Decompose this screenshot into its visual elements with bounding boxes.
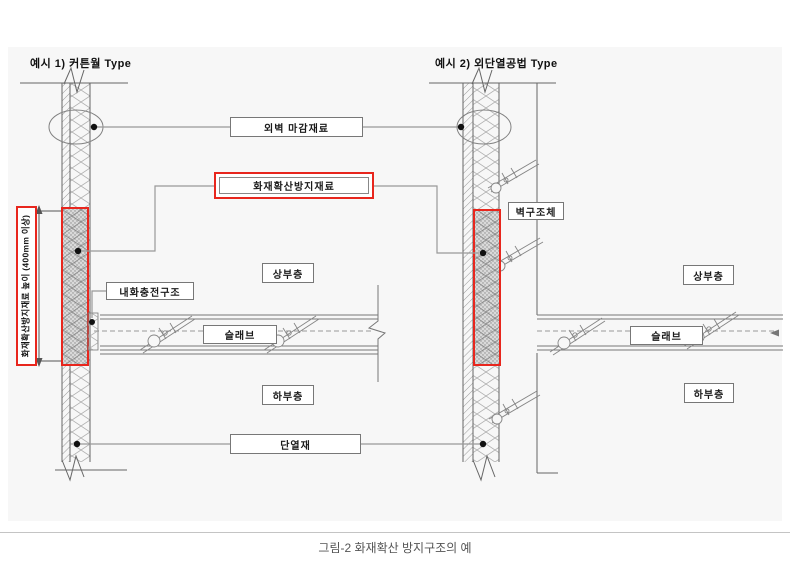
height-dimension-text: 화재확산방지재료 높이 (400mm 이상) [20,214,31,358]
callout-connectors [79,126,480,445]
fire-resistant-filling-label: 내화충전구조 [106,282,194,300]
example2-title: 예시 2) 외단열공법 Type [435,58,558,70]
upper-floor-left-label: 상부층 [262,263,314,283]
height-dimension-note: 화재확산방지재료 높이 (400mm 이상) [16,206,37,366]
lower-floor-left-label: 하부층 [262,385,314,405]
fire-spread-material-text: 화재확산방지재료 [219,177,369,194]
slab-right-label: 슬래브 [630,326,703,345]
slab-left-label: 슬래브 [203,325,277,344]
figure-caption: 그림-2 화재확산 방지구조의 예 [318,541,472,555]
slab-right-linework [537,311,783,356]
example1-title: 예시 1) 커튼월 Type [30,58,132,70]
fire-prevention-block-left [61,207,89,366]
caption-divider [0,532,790,533]
fire-prevention-block-right [473,209,501,366]
fire-spread-material-label: 화재확산방지재료 [214,172,374,199]
callout-dots [73,123,487,448]
fire-resistant-filling-strip [87,312,99,351]
wall-finish-label: 외벽 마감재료 [230,117,363,137]
lower-floor-right-label: 하부층 [684,383,734,403]
upper-floor-right-label: 상부층 [683,265,734,285]
height-dimension-arrow [35,205,61,367]
insulation-label: 단열재 [230,434,361,454]
wall-structure-label: 벽구조체 [508,202,564,220]
